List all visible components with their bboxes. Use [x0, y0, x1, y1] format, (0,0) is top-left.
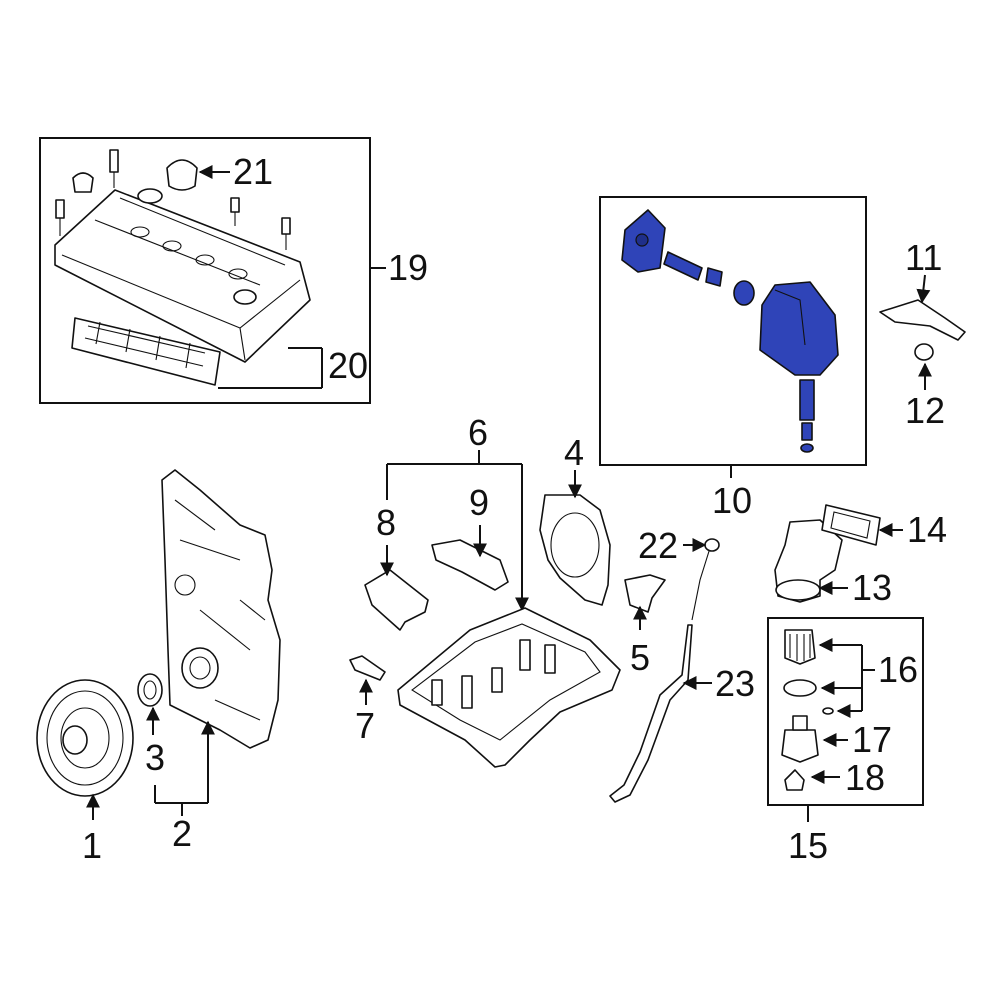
oil-pump-bushing [733, 280, 755, 306]
callout-2: 2 [172, 813, 192, 854]
grommet [72, 172, 94, 193]
oil-baffle-upper [431, 539, 509, 591]
timing-chain-cover [161, 469, 281, 749]
filter-housing-group [774, 504, 903, 603]
valve-cover [54, 189, 311, 363]
callout-8: 8 [376, 502, 396, 543]
timing-cover-group [137, 469, 281, 816]
callout-13: 13 [852, 567, 892, 608]
drain-plug-filter [784, 769, 805, 791]
filter-o-ring [783, 679, 817, 697]
oil-pump-body [759, 281, 839, 376]
oil-filter-element [784, 629, 816, 665]
oil-pan [397, 607, 621, 768]
relief-valve-plunger [799, 379, 815, 421]
dipstick-group [609, 538, 720, 803]
adapter-gasket [821, 504, 881, 546]
callout-16: 16 [878, 649, 918, 690]
callout-12: 12 [905, 390, 945, 431]
oil-filter-group [767, 617, 924, 822]
dipstick-tube [609, 624, 693, 803]
oil-pump-box [599, 196, 867, 466]
oil-pump-coupler [705, 267, 723, 287]
rear-seal-retainer [539, 494, 611, 606]
crankshaft-pulley-group [36, 679, 134, 820]
callout-10: 10 [712, 480, 752, 521]
callout-9: 9 [469, 482, 489, 523]
baffle-group [624, 574, 666, 630]
cover-bolts [55, 149, 291, 250]
relief-valve-plug [800, 443, 814, 453]
drain-plug [349, 655, 386, 681]
callout-1: 1 [82, 825, 102, 866]
oil-filler-cap [166, 159, 198, 191]
bracket-seal [914, 343, 934, 361]
valve-cover-group [39, 137, 386, 404]
oil-filler-opening [137, 188, 163, 204]
windage-baffle [624, 574, 666, 613]
callout-labels: 1 2 3 4 5 6 7 8 9 10 11 12 13 14 15 16 1… [82, 151, 947, 866]
valve-cover-gasket [71, 317, 221, 386]
pump-bracket [879, 299, 966, 341]
pump-bracket-group [879, 274, 966, 390]
valve-cover-box [39, 137, 371, 404]
oil-pump-group [599, 196, 867, 478]
callout-3: 3 [145, 737, 165, 778]
rear-seal-group [539, 470, 611, 606]
callout-21: 21 [233, 151, 273, 192]
callout-7: 7 [355, 705, 375, 746]
front-crank-seal [137, 673, 163, 707]
callout-11: 11 [905, 237, 942, 278]
callout-4: 4 [564, 432, 584, 473]
oil-pan-group [349, 450, 621, 768]
callout-19: 19 [388, 247, 428, 288]
callout-15: 15 [788, 825, 828, 866]
callout-5: 5 [630, 637, 650, 678]
callout-18: 18 [845, 757, 885, 798]
relief-valve-spring [801, 422, 813, 441]
oil-filter-box [767, 617, 924, 806]
callout-23: 23 [715, 663, 755, 704]
filter-small-seal [822, 707, 834, 715]
oil-pump-shaft [663, 251, 703, 281]
callout-20: 20 [328, 345, 368, 386]
oil-filter-cap [781, 729, 819, 763]
oil-baffle-lower [364, 569, 429, 631]
dipstick [691, 547, 711, 621]
callout-17: 17 [852, 719, 892, 760]
callout-22: 22 [638, 525, 678, 566]
callout-14: 14 [907, 509, 947, 550]
callout-6: 6 [468, 412, 488, 453]
